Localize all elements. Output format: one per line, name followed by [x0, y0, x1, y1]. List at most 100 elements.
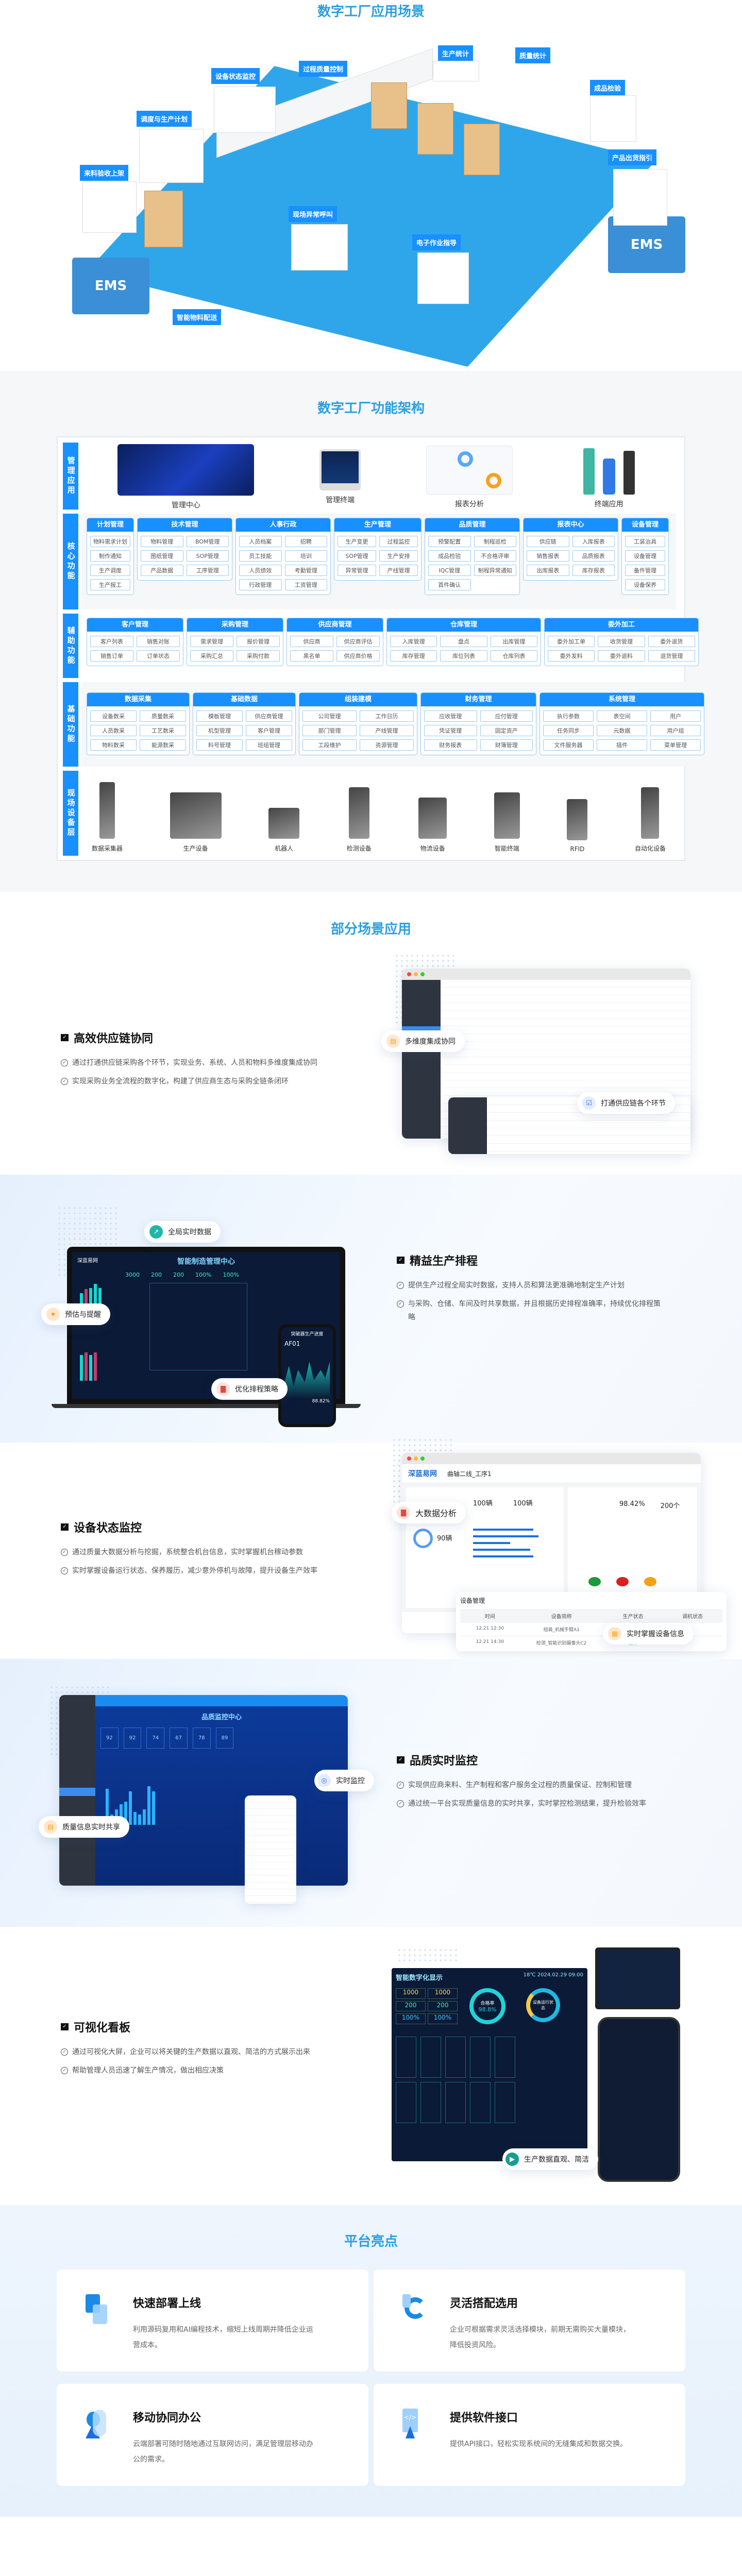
function-item[interactable]: 应付管理: [480, 710, 533, 722]
function-item[interactable]: 任务同步: [543, 725, 594, 736]
function-item[interactable]: SOP管理: [186, 550, 229, 562]
function-item[interactable]: 执行参数: [543, 710, 594, 722]
function-item[interactable]: IQC管理: [428, 565, 471, 576]
function-item[interactable]: 工序管理: [186, 565, 229, 576]
function-item[interactable]: 图纸管理: [141, 550, 183, 562]
function-item[interactable]: 物料管理: [141, 536, 183, 547]
function-item[interactable]: 仓库列表: [490, 650, 537, 662]
function-item[interactable]: 能源数采: [140, 739, 186, 751]
app-management-terminal[interactable]: 管理终端: [319, 449, 361, 505]
function-item[interactable]: 设备管理: [625, 550, 665, 562]
close-dot-icon[interactable]: [407, 972, 411, 976]
function-item[interactable]: 销售订单: [90, 650, 133, 662]
function-item[interactable]: 供应商: [290, 636, 333, 647]
function-item[interactable]: 凭证管理: [424, 725, 477, 736]
function-item[interactable]: 委外加工单: [548, 636, 595, 647]
function-item[interactable]: 物料数采: [90, 739, 137, 751]
function-item[interactable]: 库位列表: [440, 650, 487, 662]
minimize-dot-icon[interactable]: [414, 1456, 418, 1461]
function-item[interactable]: 料号管理: [196, 739, 243, 751]
function-item[interactable]: BOM管理: [186, 536, 229, 547]
function-item[interactable]: 人员数采: [90, 725, 137, 736]
function-item[interactable]: 物料需求计划: [90, 536, 130, 547]
function-item[interactable]: 生产变更: [338, 536, 376, 547]
function-item[interactable]: 黑名单: [290, 650, 333, 662]
function-item[interactable]: 工作日历: [360, 710, 414, 722]
function-item[interactable]: 培训: [284, 550, 327, 562]
function-item[interactable]: 招聘: [284, 536, 327, 547]
function-item[interactable]: 委外发料: [548, 650, 595, 662]
function-item[interactable]: 首件确认: [428, 579, 471, 590]
function-item[interactable]: 委外退货: [648, 636, 695, 647]
function-item[interactable]: 供应链: [527, 536, 569, 547]
function-item[interactable]: 元数据: [597, 725, 647, 736]
function-item[interactable]: 过程监控: [379, 536, 418, 547]
device-item[interactable]: 智能终端: [494, 792, 520, 853]
function-item[interactable]: 入库管理: [390, 636, 437, 647]
function-item[interactable]: 固定资产: [480, 725, 533, 736]
function-item[interactable]: 销售对账: [137, 636, 180, 647]
function-item[interactable]: 考勤管理: [284, 565, 327, 576]
function-item[interactable]: 表空间: [597, 710, 647, 722]
device-item[interactable]: 检测设备: [347, 787, 372, 853]
function-item[interactable]: 退货管理: [648, 650, 695, 662]
function-item[interactable]: 设备数采: [90, 710, 137, 722]
function-item[interactable]: 生产安排: [379, 550, 418, 562]
function-item[interactable]: 收货管理: [598, 636, 645, 647]
function-item[interactable]: 备件管理: [625, 565, 665, 576]
function-item[interactable]: 盘点: [440, 636, 487, 647]
function-item[interactable]: 应收管理: [424, 710, 477, 722]
function-item[interactable]: 供应商管理: [246, 710, 292, 722]
function-item[interactable]: 客户列表: [90, 636, 133, 647]
app-terminal-apps[interactable]: 终端应用: [578, 446, 640, 509]
function-item[interactable]: 公司管理: [302, 710, 357, 722]
function-item[interactable]: 工资管理: [284, 579, 327, 590]
function-item[interactable]: 销售报表: [527, 550, 569, 562]
function-item[interactable]: 供应商评估: [336, 636, 380, 647]
function-item[interactable]: 菜单管理: [650, 739, 701, 751]
function-item[interactable]: 订单状态: [137, 650, 180, 662]
function-item[interactable]: 产品数据: [141, 565, 183, 576]
function-item[interactable]: 需求管理: [190, 636, 233, 647]
function-item[interactable]: 班组管理: [246, 739, 292, 751]
function-item[interactable]: 生产调度: [90, 565, 130, 576]
device-item[interactable]: 自动化设备: [635, 787, 666, 853]
function-item[interactable]: 库存管理: [390, 650, 437, 662]
device-item[interactable]: 机器人: [268, 808, 300, 853]
function-item[interactable]: 质量数采: [140, 710, 186, 722]
device-item[interactable]: 数据采集器: [92, 782, 123, 853]
maximize-dot-icon[interactable]: [420, 972, 425, 976]
function-item[interactable]: 制作通知: [90, 550, 130, 562]
function-item[interactable]: 文件服务器: [543, 739, 594, 751]
function-item[interactable]: 用户组: [650, 725, 701, 736]
function-item[interactable]: 插件: [597, 739, 647, 751]
function-item[interactable]: 出库管理: [490, 636, 537, 647]
function-item[interactable]: 委外退料: [598, 650, 645, 662]
function-item[interactable]: 制程巡检: [474, 536, 516, 547]
function-item[interactable]: 产线管理: [379, 565, 418, 576]
function-item[interactable]: 不合格评审: [474, 550, 516, 562]
maximize-dot-icon[interactable]: [420, 1456, 425, 1461]
device-item[interactable]: RFID: [567, 799, 588, 853]
function-item[interactable]: 部门管理: [302, 725, 357, 736]
function-item[interactable]: 工装治具: [625, 536, 665, 547]
device-item[interactable]: 物流设备: [418, 798, 447, 853]
function-item[interactable]: 制程异常通知: [474, 565, 516, 576]
function-item[interactable]: 设备保养: [625, 579, 665, 590]
function-item[interactable]: 采购汇总: [190, 650, 233, 662]
function-item[interactable]: 用户: [650, 710, 701, 722]
function-item[interactable]: 工艺数采: [140, 725, 186, 736]
function-item[interactable]: 行政管理: [239, 579, 282, 590]
function-item[interactable]: SOP管理: [338, 550, 376, 562]
function-item[interactable]: 客户管理: [246, 725, 292, 736]
function-item[interactable]: 生产报工: [90, 579, 130, 590]
device-item[interactable]: 生产设备: [170, 792, 222, 853]
function-item[interactable]: 供应商价格: [336, 650, 380, 662]
function-item[interactable]: 入库报表: [572, 536, 615, 547]
function-item[interactable]: 产线管理: [360, 725, 414, 736]
function-item[interactable]: 模板管理: [196, 710, 243, 722]
function-item[interactable]: 成品检验: [428, 550, 471, 562]
minimize-dot-icon[interactable]: [414, 972, 418, 976]
app-report-analysis[interactable]: 报表分析: [426, 445, 513, 509]
function-item[interactable]: 品质报表: [572, 550, 615, 562]
